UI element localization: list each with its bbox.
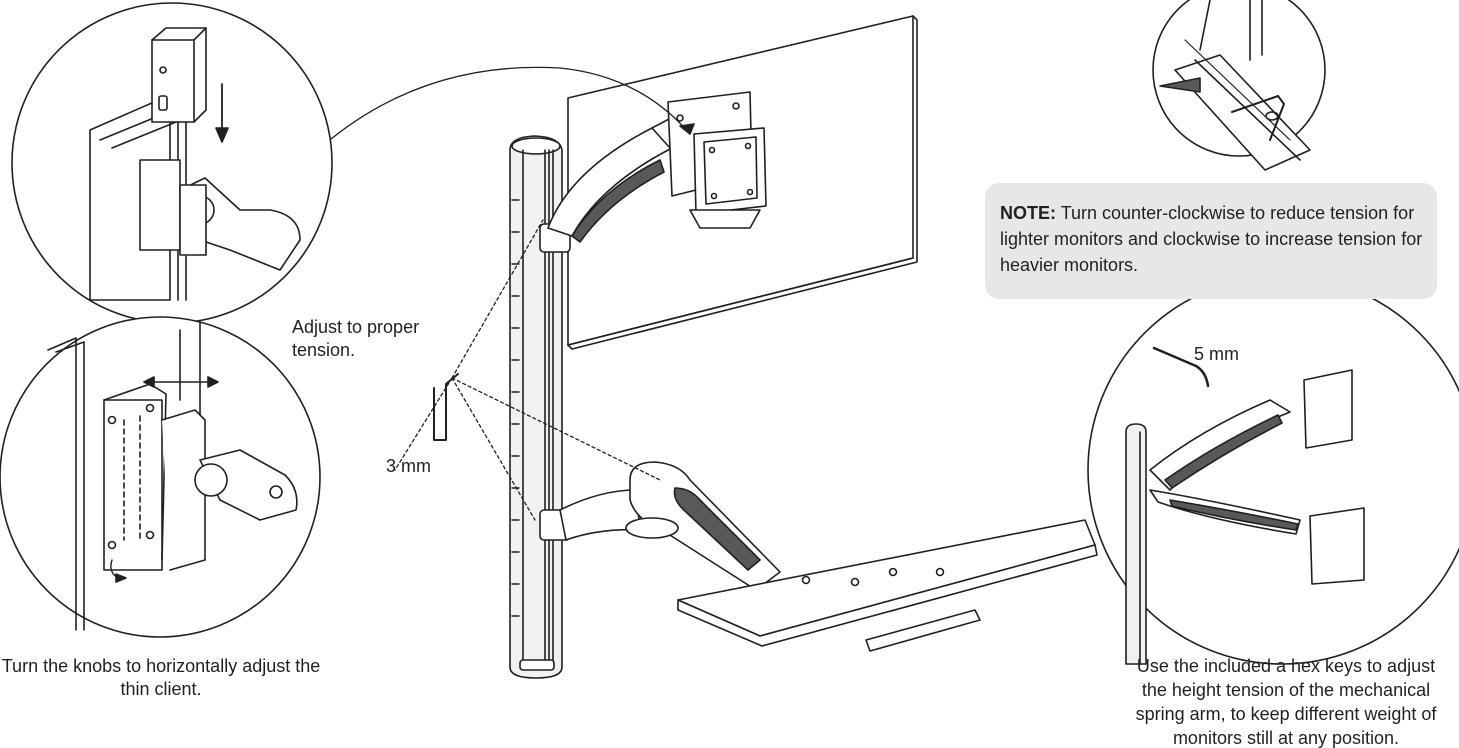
hex-size-5mm-label: 5 mm xyxy=(1194,344,1239,364)
keyboard-arm xyxy=(539,461,781,591)
detail-hex-key-in-arm xyxy=(1152,0,1326,171)
detail-slide-in xyxy=(11,2,333,324)
tension-label: Adjust to proper tension. xyxy=(292,317,420,360)
note-text: NOTE: Turn counter-clockwise to reduce t… xyxy=(1000,200,1430,278)
keyboard-tray xyxy=(677,519,1098,652)
note-body: Turn counter-clockwise to reduce tension… xyxy=(1000,203,1423,275)
hex-key-icon xyxy=(433,373,459,441)
leader-arrowhead xyxy=(679,123,695,135)
detail-spring-arm xyxy=(1087,275,1459,665)
leader-curve xyxy=(317,66,691,151)
note-prefix: NOTE: xyxy=(1000,203,1056,223)
upper-monitor-arm xyxy=(539,91,767,253)
hex-key-icon xyxy=(1152,346,1210,388)
knobs-caption: Turn the knobs to horizontally adjust th… xyxy=(1,656,321,699)
tension-leaders xyxy=(394,219,661,521)
note-box xyxy=(985,183,1437,299)
spring-arm-caption: Use the included a hex keys to adjust th… xyxy=(1135,656,1437,748)
detail-knobs xyxy=(0,316,321,638)
hex-size-3mm-label: 3 mm xyxy=(386,456,431,476)
